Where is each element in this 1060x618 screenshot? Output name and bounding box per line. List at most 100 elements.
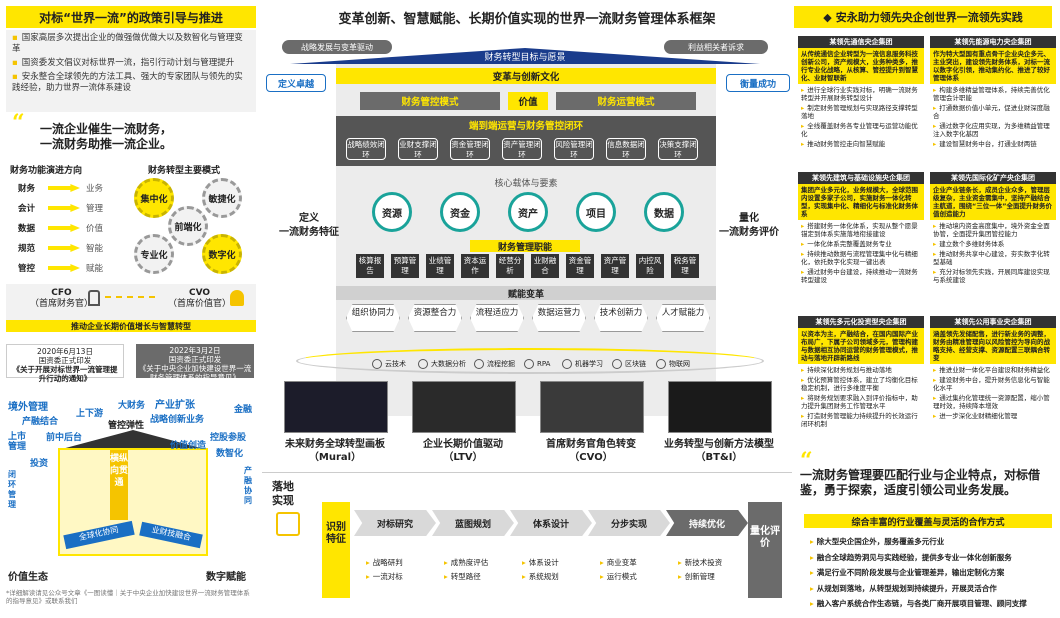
evo-row: 数据价值 xyxy=(18,222,118,234)
person-icon xyxy=(230,290,244,306)
case-items: 推动境内资金高度集中，境外资金全面协管，全面提升集团管控能力 建立数个多维财务体… xyxy=(930,220,1056,288)
pill-left: 战略发展与变革驱动 xyxy=(282,40,392,54)
case-item: 一体化体系完整覆盖财务专业 xyxy=(801,240,921,248)
case-item: 通过集约化管理统一资源配置，缩小管理时效，持续降本增效 xyxy=(933,394,1053,410)
policy-doc: 《关于中央企业加快建设世界一流财务管理体系的指导意见》 xyxy=(138,364,252,382)
define-features: 定义一流财务特征 xyxy=(270,212,348,240)
step-sub: 系统规划 xyxy=(522,570,559,584)
tech-label: 云技术 xyxy=(385,360,406,368)
case-items: 进行全球行业实践对标，明确一流财务转型并开展财务转型设计 制定财务管理规划与实现… xyxy=(798,84,924,152)
step-chevron: 体系设计 xyxy=(510,510,592,536)
element-circle: 资产 xyxy=(508,192,548,232)
step-chevron: 分步实现 xyxy=(588,510,670,536)
shot-caption: 未来财务全球转型画板（Mural） xyxy=(270,438,400,464)
step-sub: 运行模式 xyxy=(600,570,637,584)
bigdata-icon xyxy=(418,359,428,369)
case-item: 制定财务管理规划与实现路径支撑转型落地 xyxy=(801,104,921,120)
right-quote: “ 一流财务管理要匹配行业与企业特点，对标借鉴，勇于探索，适度引领公司业务发展。 xyxy=(800,450,1056,498)
left-bullet: 国家高层多次提出企业的做强做优做大以及数智化与管理变革 xyxy=(12,33,250,55)
left-bullet: 安永整合全球领先的方法工具、强大的专家团队与领先的实践经验，助力世界一流体系建设 xyxy=(12,72,250,94)
case-item: 将财务规划要求融入到评价指标中，助力提升集团财务工作管理水平 xyxy=(801,394,921,410)
house-word: 产融协同 xyxy=(244,466,252,505)
define-line: 一流财务特征 xyxy=(279,227,339,238)
case-desc: 集团产业多元化，业务规模大，全球范围内设置多家子公司，实施财务一体化转型，实现集… xyxy=(798,184,924,220)
loop-box: 战略绩效闭环 xyxy=(346,138,386,160)
policy-doc: 《关于开展对标世界一流管理提升行动的通知》 xyxy=(12,365,118,383)
arrow-icon xyxy=(48,224,80,232)
landing-line: 实现 xyxy=(272,494,294,507)
shot-caption-title: 未来财务全球转型画板 xyxy=(285,439,385,450)
policy-card: 2022年3月2日 国资委正式印发 《关于中央企业加快建设世界一流财务管理体系的… xyxy=(136,344,254,382)
shot-caption-sub: （CVO） xyxy=(569,452,613,463)
left-header: 对标“世界一流”的政策引导与推进 xyxy=(6,6,256,28)
case-item: 全线覆盖财务各专业管理与运营功能优化 xyxy=(801,122,921,138)
case-item: 搭建财务一体化体系，实现从整个愿景锚定到体系实施落地衔接建设 xyxy=(801,222,921,238)
evo-from: 管控 xyxy=(18,264,36,274)
tech-item: RPA xyxy=(524,359,550,369)
case-card: 某领先国际化矿产央企集团 企业产业链条长，成员企业众多，管理层级复杂，主业资金需… xyxy=(930,172,1056,288)
right-list-item: 除大型央企国企外，服务覆盖多元行业 xyxy=(810,534,1056,550)
step-sub: 转型路径 xyxy=(444,570,488,584)
ml-icon xyxy=(562,359,572,369)
evo-row: 财务业务 xyxy=(18,182,118,194)
case-desc: 作为特大型国有重点骨干企业央企多元、主业突出，建设领先财务体系，对标一流以数字化… xyxy=(930,48,1056,84)
right-list-item: 融合全球趋势洞见与实践经验，提供多专业一体化创新服务 xyxy=(810,550,1056,566)
cloud-icon xyxy=(372,359,382,369)
case-card: 某领先建筑与基础设施央企集团 集团产业多元化，业务规模大，全球范围内设置多家子公… xyxy=(798,172,924,288)
step-sub: 一流对标 xyxy=(366,570,403,584)
evo-row: 会计管理 xyxy=(18,202,118,214)
house-foot-right: 数字赋能 xyxy=(206,572,246,583)
evo-to: 业务 xyxy=(86,184,104,194)
house-word: 战略创新业务 xyxy=(150,415,205,425)
case-desc: 涵盖领先发储配售，进行新业务的调整，财务由精准管理向以风险管控为导向的战略支持、… xyxy=(930,328,1056,364)
capability-hex: 数据运营力 xyxy=(532,304,586,332)
case-item: 持续推动数据与流程管理集中化与精细化，依托数字化实现一键出表 xyxy=(801,250,921,266)
case-items: 构建多维精益管理体系，持续完善优化管理会计职能 打通数据价值小单元，促进业财深度… xyxy=(930,84,1056,152)
case-item: 推动境内资金高度集中，境外资金全面协管，全面提升集团管控能力 xyxy=(933,222,1053,238)
case-item: 推动财务共享中心建设，夯实数字化转型基础 xyxy=(933,250,1053,266)
right-list-item: 从规划到落地，从转型规划到持续提升，开展灵活合作 xyxy=(810,581,1056,597)
case-item: 建设财务中台，提升财务信息化与智能化水平 xyxy=(933,376,1053,392)
element-circle: 资金 xyxy=(440,192,480,232)
arrow-icon xyxy=(48,264,80,272)
gear-agile: 敏捷化 xyxy=(202,178,242,218)
tech-item: 流程挖掘 xyxy=(474,359,515,369)
case-desc: 企业产业链条长，成员企业众多，管理层级复杂，主业资金需集中，坚持产融结合主航道，… xyxy=(930,184,1056,220)
step-sub: 成熟度评估 xyxy=(444,556,489,570)
shot-caption-title: 业务转型与创新方法模型 xyxy=(664,439,774,450)
case-item: 持续深化财务规划与推动落地 xyxy=(801,366,921,374)
case-item: 打造财务管理能力持续提升的长效运行闭环机制 xyxy=(801,412,921,428)
value-band: 价值 xyxy=(508,92,548,110)
step-sub: 战略研判 xyxy=(366,556,403,570)
element-circle: 资源 xyxy=(372,192,412,232)
policy-card: 2020年6月13日 国资委正式印发 《关于开展对标世界一流管理提升行动的通知》 xyxy=(6,344,124,383)
function-title: 财务管理职能 xyxy=(470,240,580,253)
loop-box: 决策支撑闭环 xyxy=(658,138,698,160)
cvo-subtitle: （首席价值官） xyxy=(168,299,232,309)
step-sub: 创新管理 xyxy=(678,570,722,584)
cfo-band xyxy=(6,284,256,324)
case-item: 通过财务中台建设，持续推动一流财务转型建设 xyxy=(801,268,921,284)
cfo-subtitle: （首席财务官） xyxy=(30,299,94,309)
cvo-thumbnail xyxy=(540,381,644,433)
gear-digital: 数字化 xyxy=(202,234,242,274)
gear-specialize: 专业化 xyxy=(134,234,174,274)
define-line: 定义 xyxy=(299,213,319,224)
right-subheader: 综合丰富的行业覆盖与灵活的合作方式 xyxy=(804,514,1052,528)
evo-from: 会计 xyxy=(18,204,36,214)
house-word: 闭环管理 xyxy=(8,470,16,509)
quote-line: 一流企业催生一流财务， xyxy=(40,122,173,136)
element-circle: 项目 xyxy=(576,192,616,232)
case-item: 进一步深化业财精细化管理 xyxy=(933,412,1053,420)
arrow-icon xyxy=(48,184,80,192)
case-item: 构建多维精益管理体系，持续完善优化管理会计职能 xyxy=(933,86,1053,102)
quote-line: 一流财务助推一流企业。 xyxy=(40,137,173,151)
process-mining-icon xyxy=(474,359,484,369)
step-sub: 商业变革 xyxy=(600,556,637,570)
evo-row: 规范智能 xyxy=(18,242,118,254)
landing-title: 落地实现 xyxy=(272,480,294,508)
quantify-evaluation: 量化一流财务评价 xyxy=(710,212,788,240)
landing-line: 落地 xyxy=(272,480,294,493)
shot-caption: 企业长期价值驱动（LTV） xyxy=(398,438,528,464)
step-chevron: 对标研究 xyxy=(354,510,436,536)
